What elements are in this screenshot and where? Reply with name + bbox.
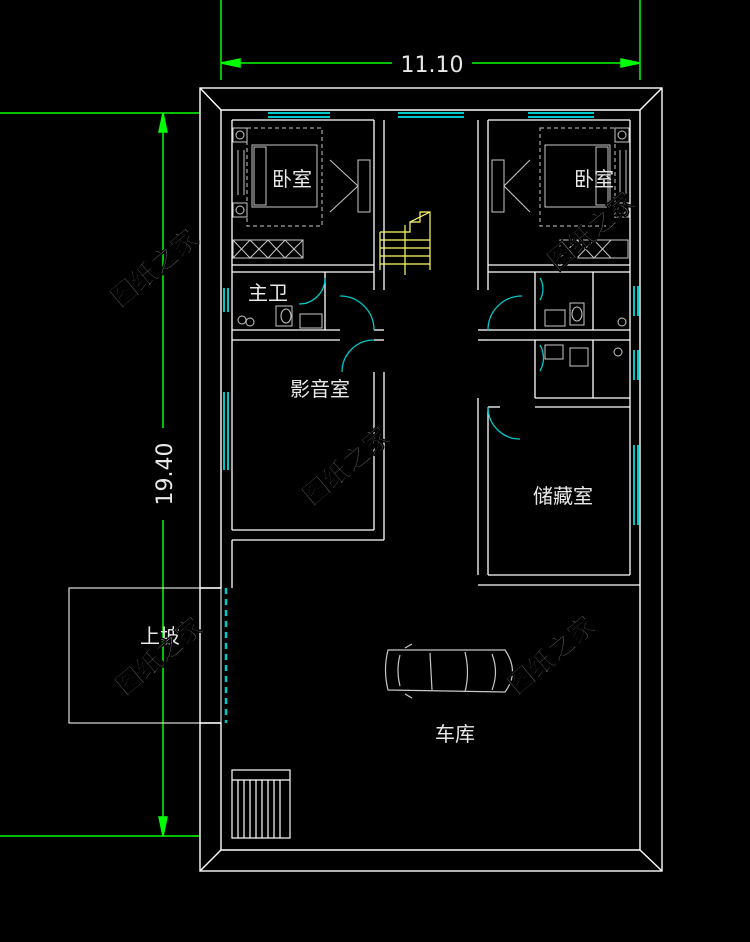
ramp-label: 上坡 — [140, 624, 180, 648]
ramp-area — [68, 587, 222, 724]
watermark: 图纸之家 — [297, 421, 397, 512]
left-bedroom-bed — [232, 127, 323, 227]
room-label-bedroom-right: 卧室 — [574, 167, 614, 191]
watermark: 图纸之家 — [105, 223, 205, 314]
room-label-bedroom-left: 卧室 — [272, 167, 312, 191]
exterior-steps — [231, 769, 291, 839]
dimension-width — [220, 0, 641, 80]
left-bedroom-wardrobe — [232, 239, 304, 259]
right-bath-fixtures — [544, 302, 627, 367]
master-bath-fixtures — [237, 305, 323, 329]
interior-walls — [231, 119, 640, 588]
right-bedroom-bed — [539, 127, 630, 227]
room-label-storage: 储藏室 — [533, 484, 593, 508]
windows — [223, 112, 639, 525]
right-bedroom-tv — [491, 159, 531, 213]
watermark: 图纸之家 — [502, 610, 602, 701]
width-dimension-label: 11.10 — [401, 53, 464, 78]
watermark: 图纸之家 — [542, 186, 642, 277]
outer-walls — [199, 87, 663, 872]
door-swings — [298, 277, 545, 440]
room-label-garage: 车库 — [435, 722, 475, 746]
right-bedroom-wardrobe — [559, 239, 629, 259]
room-label-master-bath: 主卫 — [248, 281, 288, 305]
car-icon — [384, 643, 514, 699]
dimension-depth — [0, 112, 200, 837]
left-bedroom-tv — [329, 159, 371, 213]
room-label-av-room: 影音室 — [290, 377, 350, 401]
staircase — [379, 211, 431, 275]
depth-dimension-label: 19.40 — [153, 443, 178, 506]
